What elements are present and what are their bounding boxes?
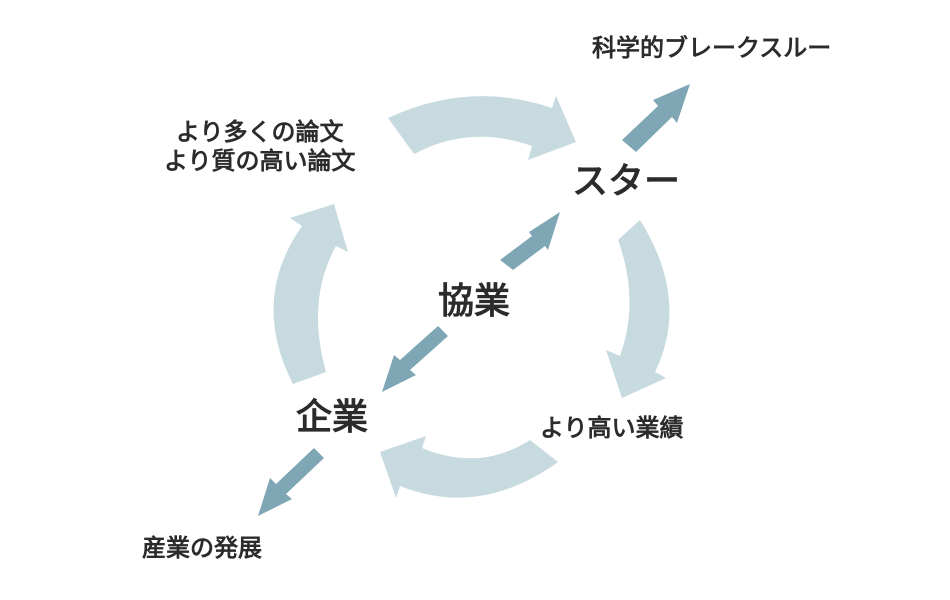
cycle-arrow-papers-to-star [388, 96, 576, 160]
node-kyogyo: 協業 [438, 281, 511, 322]
node-star: スター [572, 161, 681, 202]
node-industry: 産業の発展 [142, 534, 262, 562]
arrow-kyogyo-to-star [500, 212, 560, 270]
cycle-arrow-performance-to-kigyo [380, 436, 558, 498]
arrow-kyogyo-to-kigyo [382, 326, 448, 392]
node-performance: より高い業績 [540, 414, 684, 442]
node-papers-line1: より多くの論文 [176, 118, 344, 146]
diagonal-arrows [258, 84, 690, 516]
arrow-star-to-breakthrough [622, 84, 690, 152]
cycle-arrow-star-to-performance [606, 220, 670, 398]
cycle-arrows [273, 96, 670, 498]
node-kigyo: 企業 [296, 397, 369, 438]
arrow-kigyo-to-industry [258, 448, 324, 516]
cycle-arrow-kigyo-to-papers [273, 204, 348, 384]
node-papers-line2: より質の高い論文 [164, 146, 356, 175]
node-breakthrough: 科学的ブレークスルー [592, 34, 832, 62]
node-papers: より多くの論文 より質の高い論文 [164, 118, 356, 176]
